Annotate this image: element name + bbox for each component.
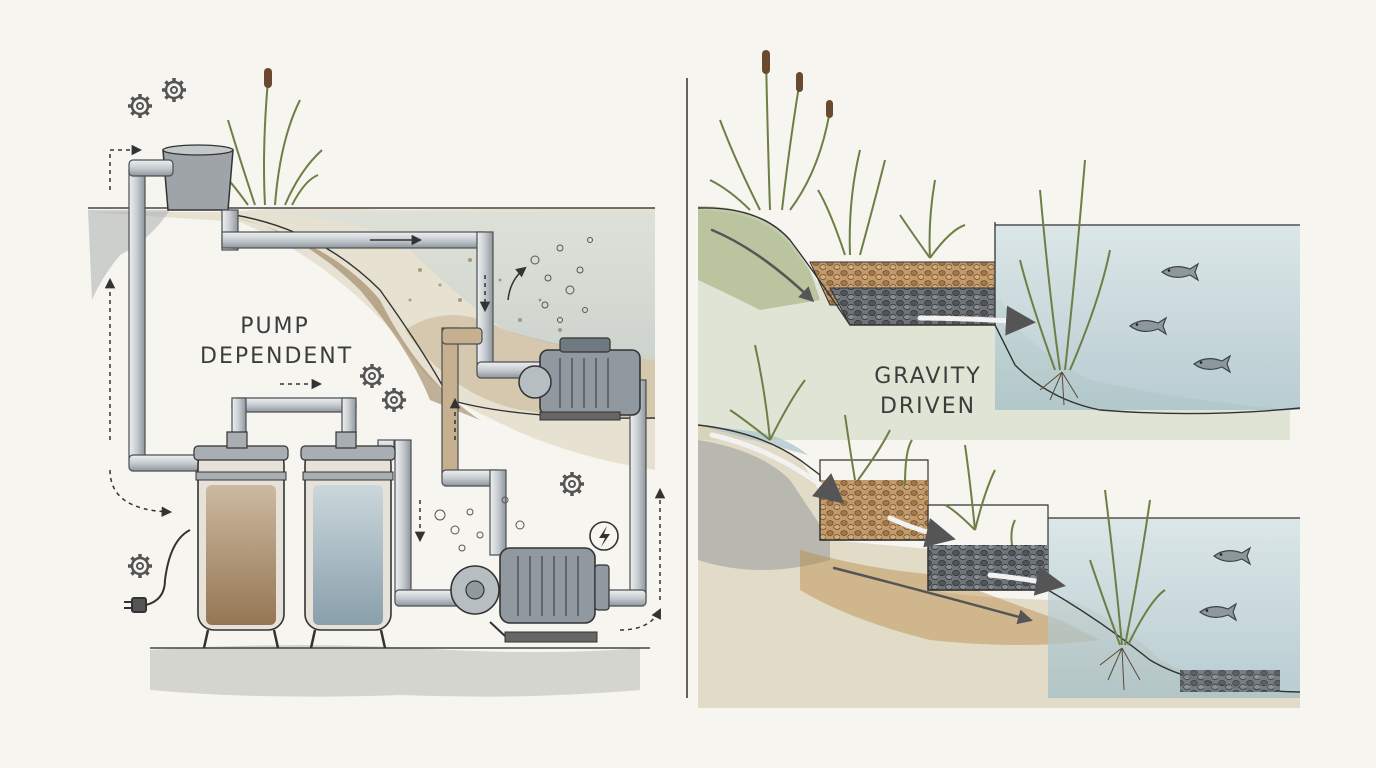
collection-tank <box>162 144 234 211</box>
gear-icon <box>358 362 386 390</box>
filter-canister-icon <box>193 431 289 649</box>
gravity-driven-label: GRAVITY DRIVEN <box>848 362 1008 422</box>
pump-icon <box>518 337 641 421</box>
pump-dependent-label: PUMP DEPENDENT <box>200 312 354 372</box>
pump-dependent-label-line2: DEPENDENT <box>200 344 354 369</box>
gear-icon <box>126 552 154 580</box>
gravity-driven-label-line1: GRAVITY <box>874 364 982 389</box>
pump-dependent-panel <box>88 68 666 697</box>
filter-canister-icon <box>300 431 396 649</box>
gear-icon <box>160 76 188 104</box>
gravity-driven-label-line2: DRIVEN <box>879 394 977 419</box>
gear-icon <box>126 92 154 120</box>
lightning-icon <box>589 521 619 551</box>
pump-dependent-label-line1: PUMP <box>240 314 310 339</box>
gravity-driven-panel <box>697 50 1301 708</box>
plug-icon <box>124 529 191 613</box>
gear-icon <box>558 470 586 498</box>
pump-icon <box>450 547 610 643</box>
cattail-plant-icon <box>214 68 323 206</box>
cattail-plant-icon <box>709 50 1111 371</box>
gear-icon <box>380 386 408 414</box>
